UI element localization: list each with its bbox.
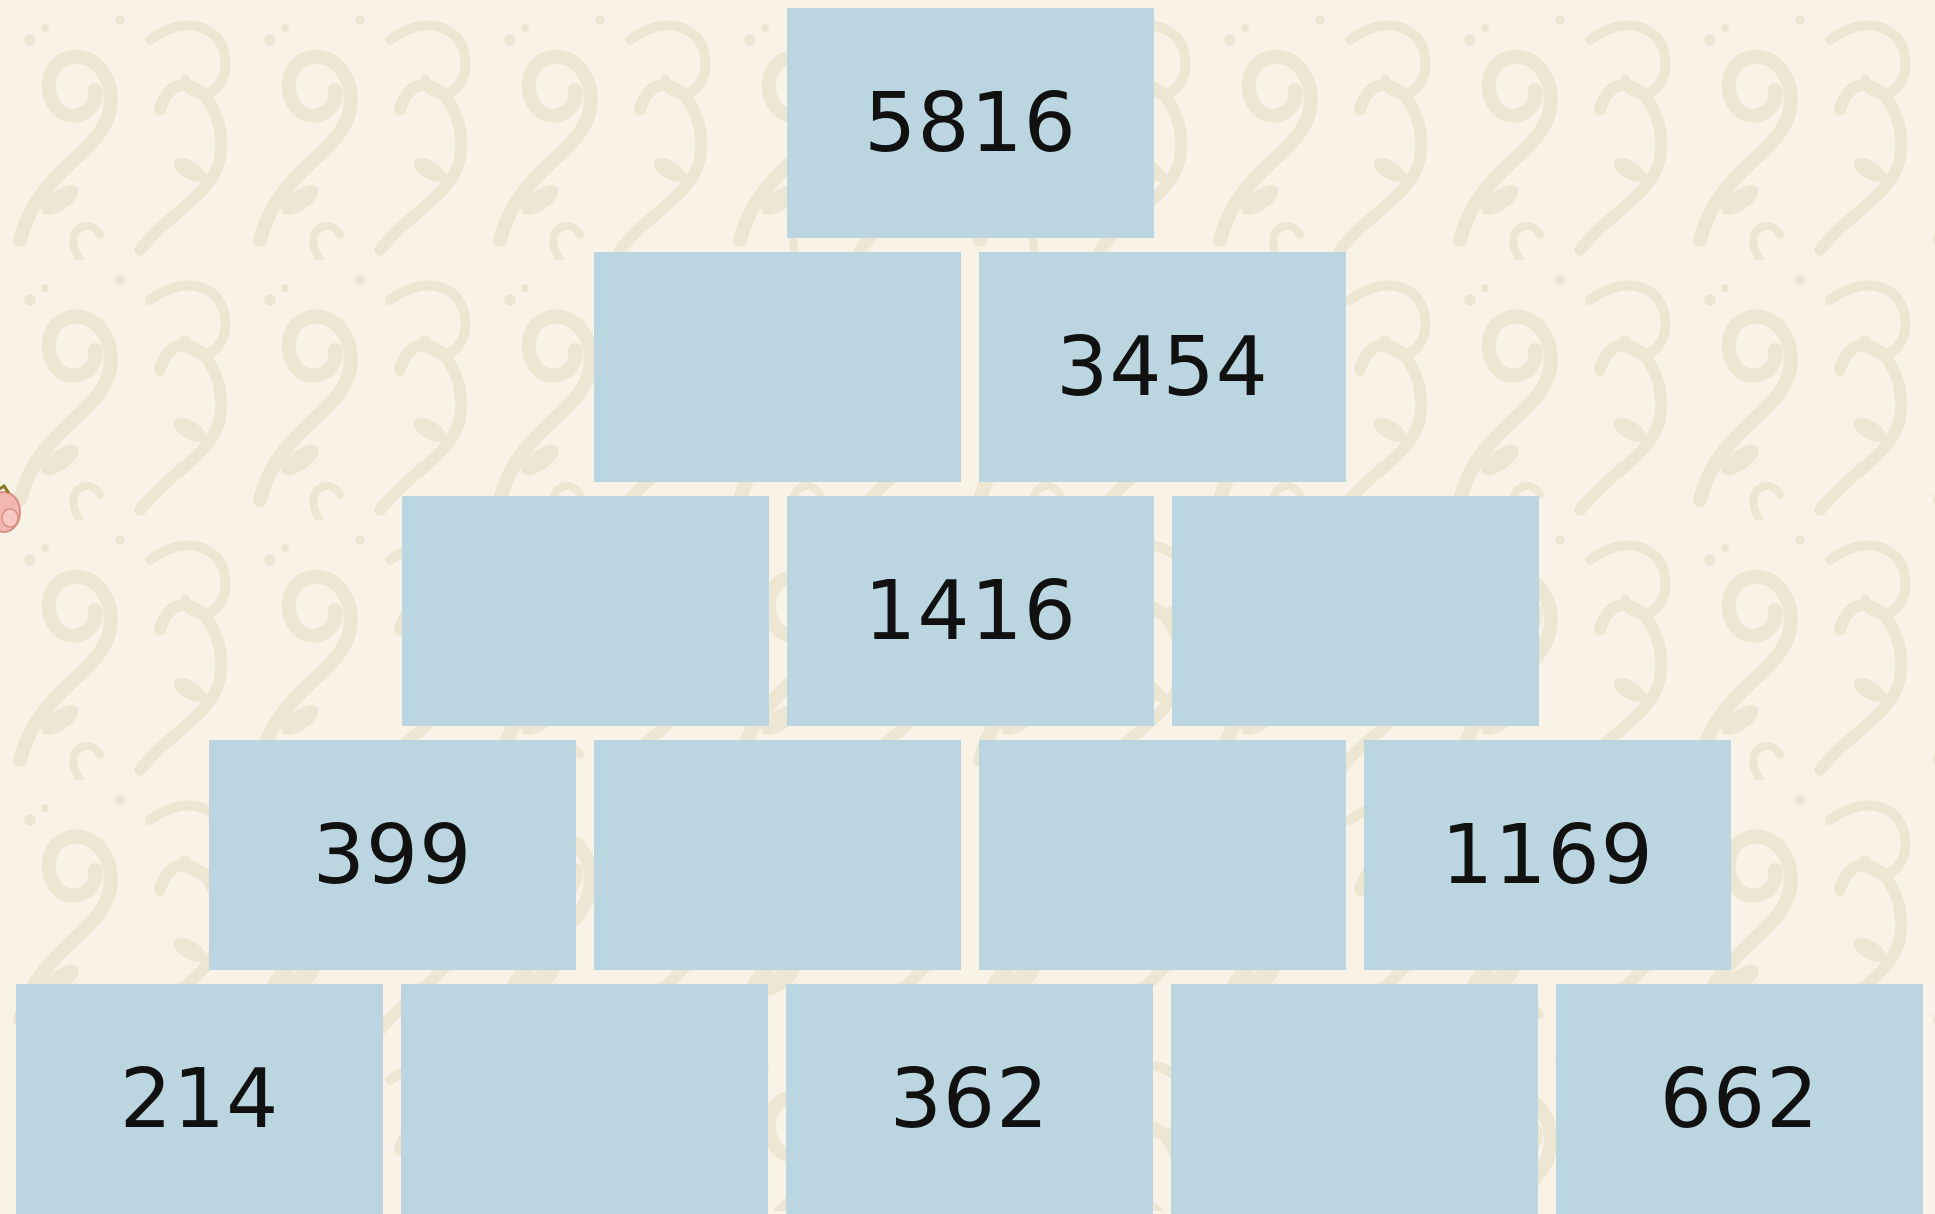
pyramid-row-4: 399 1169	[209, 740, 1731, 970]
pyramid-cell-empty[interactable]	[1172, 496, 1539, 726]
pink-character-peeking-icon	[0, 478, 30, 540]
pyramid-row-3: 1416	[402, 496, 1539, 726]
pyramid-cell-empty[interactable]	[594, 740, 961, 970]
pyramid-cell-empty[interactable]	[401, 984, 768, 1214]
pyramid-cell[interactable]: 214	[16, 984, 383, 1214]
pyramid-cell[interactable]: 5816	[787, 8, 1154, 238]
pyramid-cell-empty[interactable]	[1171, 984, 1538, 1214]
pyramid-row-2: 3454	[594, 252, 1346, 482]
pyramid-cell[interactable]: 362	[786, 984, 1153, 1214]
pyramid-cell[interactable]: 399	[209, 740, 576, 970]
pyramid-cell[interactable]: 662	[1556, 984, 1923, 1214]
pyramid-cell[interactable]: 1169	[1364, 740, 1731, 970]
pyramid-cell[interactable]: 1416	[787, 496, 1154, 726]
pyramid-cell-empty[interactable]	[979, 740, 1346, 970]
pyramid-cell-empty[interactable]	[402, 496, 769, 726]
pyramid-cell-empty[interactable]	[594, 252, 961, 482]
pyramid-row-5: 214 362 662	[16, 984, 1923, 1214]
pyramid-row-1: 5816	[787, 8, 1154, 238]
pyramid-cell[interactable]: 3454	[979, 252, 1346, 482]
